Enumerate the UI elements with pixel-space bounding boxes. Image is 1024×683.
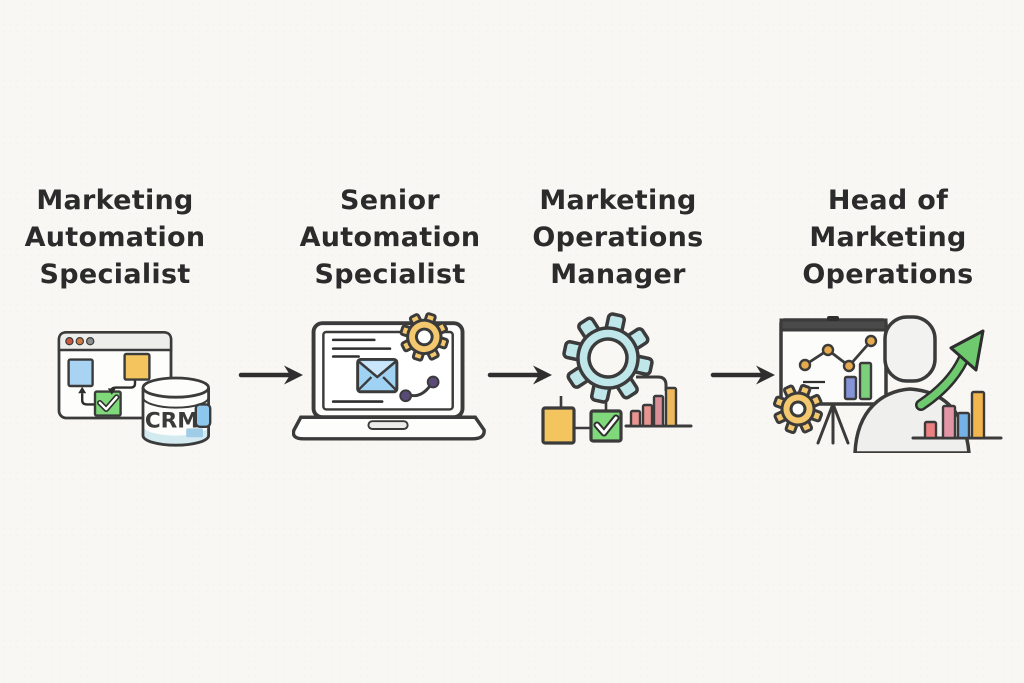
flow-connector: [81, 393, 95, 406]
gear-icon: [399, 312, 449, 362]
stage-title-line: Marketing: [36, 185, 194, 216]
workflow-node-blue: [67, 358, 94, 388]
leader-dashboard-growth-icon: [773, 315, 1003, 453]
stage-title-line: Specialist: [314, 259, 466, 290]
stage-title-line: Manager: [550, 259, 686, 290]
stage-title-line: Senior: [340, 185, 440, 216]
growth-barchart: [624, 386, 692, 428]
stage-icon-wrap: [292, 306, 488, 456]
results-barchart: [911, 390, 1003, 440]
window-dot-red: [65, 337, 74, 346]
progression-arrow-icon: [238, 365, 303, 385]
stage-title: Head of Marketing Operations: [772, 182, 1004, 293]
window-dot-gray: [86, 337, 95, 346]
browser-workflow-crm-icon: CRM: [57, 331, 212, 447]
stage-title-line: Automation: [299, 222, 481, 253]
stage-icon-wrap: [528, 303, 708, 453]
stage-title: Senior Automation Specialist: [292, 182, 488, 293]
line-chart: [804, 340, 873, 368]
stage-title-line: Head of: [827, 185, 949, 216]
easel-legs: [816, 402, 850, 445]
stage-title: Marketing Automation Specialist: [15, 182, 215, 293]
stage-title-line: Marketing: [809, 222, 967, 253]
stage-title-line: Specialist: [39, 259, 191, 290]
leader-avatar: [853, 315, 971, 453]
operations-gear-icon: [561, 312, 654, 404]
growth-arrow-icon: [915, 329, 985, 411]
stage-title: Marketing Operations Manager: [528, 182, 708, 293]
process-connector: [635, 375, 667, 391]
stage-marketing-operations-manager: Marketing Operations Manager: [528, 182, 708, 453]
stage-senior-automation-specialist: Senior Automation Specialist: [292, 182, 488, 456]
stage-title-line: Marketing: [539, 185, 697, 216]
stage-title-line: Automation: [24, 222, 206, 253]
stage-icon-wrap: [772, 303, 1004, 453]
board-bar-blue: [843, 375, 858, 401]
stage-title-line: Operations: [802, 259, 974, 290]
stage-marketing-automation-specialist: Marketing Automation Specialist: [15, 182, 215, 465]
progression-arrow-icon: [710, 365, 775, 385]
stage-head-of-marketing-operations: Head of Marketing Operations: [772, 182, 1004, 453]
gear-icon: [773, 383, 824, 435]
gear-workflow-barchart-icon: [540, 312, 692, 445]
crm-label: CRM: [145, 409, 199, 434]
crm-database-icon: CRM: [141, 376, 212, 447]
window-dot-orange: [75, 337, 84, 346]
task-node-yellow: [540, 406, 576, 445]
dashboard-board: [779, 316, 888, 406]
progression-arrow-icon: [487, 365, 552, 385]
laptop-email-automation-icon: [292, 312, 486, 441]
stage-icon-wrap: CRM: [55, 315, 215, 465]
board-bar-green: [858, 361, 873, 401]
stage-title-line: Operations: [532, 222, 704, 253]
crm-tab: [194, 403, 212, 428]
email-icon: [356, 357, 399, 394]
workflow-node-yellow: [123, 352, 151, 381]
